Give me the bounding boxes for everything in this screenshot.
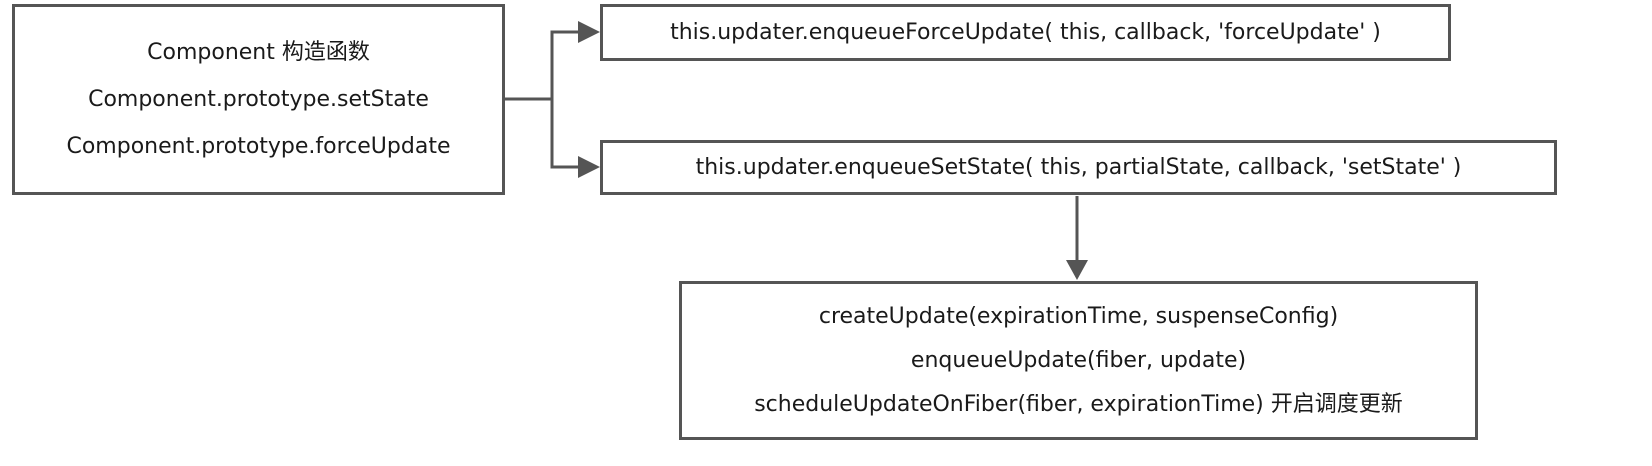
enqueue-update-label: enqueueUpdate(fiber, update) — [910, 347, 1247, 373]
enqueue-force-update-label: this.updater.enqueueForceUpdate( this, c… — [670, 20, 1381, 45]
arrow-to-set-state — [550, 99, 580, 169]
update-schedule-box: createUpdate(expirationTime, suspenseCon… — [679, 281, 1478, 440]
arrowhead-set-state — [578, 156, 600, 178]
arrowhead-force-update — [578, 21, 600, 43]
arrow-to-force-update — [505, 30, 580, 101]
enqueue-set-state-label: this.updater.enqueueSetState( this, part… — [695, 155, 1462, 180]
enqueue-force-update-box: this.updater.enqueueForceUpdate( this, c… — [600, 4, 1451, 61]
component-constructor-label: Component 构造函数 — [147, 40, 370, 65]
create-update-label: createUpdate(expirationTime, suspenseCon… — [818, 303, 1339, 329]
component-setstate-label: Component.prototype.setState — [88, 87, 429, 112]
enqueue-set-state-box: this.updater.enqueueSetState( this, part… — [600, 140, 1557, 195]
component-forceupdate-label: Component.prototype.forceUpdate — [66, 134, 451, 159]
component-box: Component 构造函数 Component.prototype.setSt… — [12, 4, 505, 195]
schedule-update-label: scheduleUpdateOnFiber(fiber, expirationT… — [754, 391, 1403, 417]
arrowhead-update — [1066, 260, 1088, 280]
